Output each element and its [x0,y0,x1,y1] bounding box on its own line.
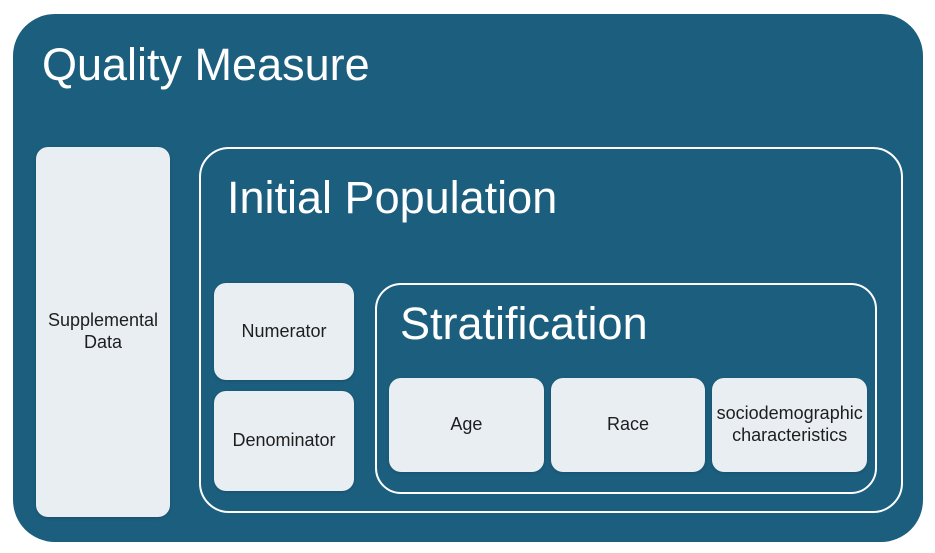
quality-measure-title: Quality Measure [42,39,370,90]
denominator-box: Denominator [214,391,354,491]
age-label: Age [450,414,483,435]
race-label: Race [606,414,650,435]
initial-population-title: Initial Population [227,172,558,223]
age-box: Age [389,378,544,472]
sociodemographic-characteristics-label: sociodemographic characteristics [716,403,863,445]
numerator-label: Numerator [241,320,327,341]
supplemental-data-label: Supplemental Data [47,310,159,352]
numerator-box: Numerator [214,283,354,380]
stratification-container: Stratification Age Race sociodemographic… [375,283,877,494]
denominator-label: Denominator [232,430,336,451]
stratification-items-row: Age Race sociodemographic characteristic… [389,378,868,472]
race-box: Race [550,378,706,472]
initial-population-container: Initial Population Numerator Denominator… [199,147,903,513]
sociodemographic-characteristics-box: sociodemographic characteristics [712,378,868,472]
stratification-title: Stratification [400,298,648,349]
supplemental-data-box: Supplemental Data [36,147,170,517]
quality-measure-container: Quality Measure Supplemental Data Initia… [13,14,923,542]
